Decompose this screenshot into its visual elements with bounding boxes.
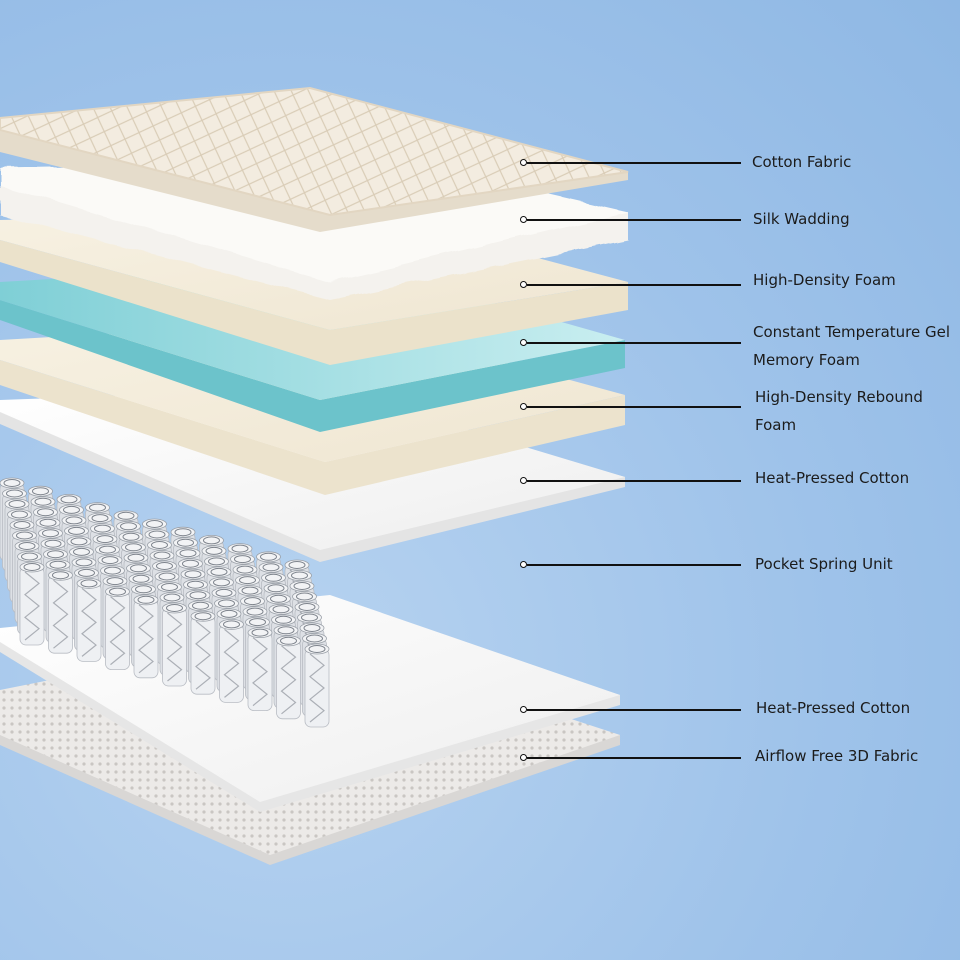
leader-line [527, 564, 741, 566]
leader-dot [520, 754, 527, 761]
spring-pocket [190, 610, 216, 695]
label-rebound-foam-line2: Foam [755, 416, 797, 434]
leader-line [527, 757, 741, 759]
leader-dot [520, 403, 527, 410]
leader-line [527, 480, 741, 482]
label-pocket-spring-unit: Pocket Spring Unit [755, 555, 893, 573]
leader-line [527, 219, 741, 221]
spring-pocket [105, 586, 130, 670]
leader-line [527, 284, 741, 286]
label-rebound-foam-line1: High-Density Rebound [755, 388, 923, 406]
label-gel-memory-foam-line1: Constant Temperature Gel [753, 323, 951, 341]
leader-dot [520, 561, 527, 568]
label-cotton-fabric: Cotton Fabric [752, 153, 852, 171]
spring-pocket [19, 561, 45, 646]
leader-line [527, 406, 741, 408]
layer-cotton-fabric [0, 86, 629, 232]
spring-pocket [76, 578, 102, 662]
leader-line [527, 709, 741, 711]
spring-pocket [133, 594, 159, 679]
leader-dot [520, 216, 527, 223]
layer-pocket-spring-unit [0, 477, 330, 728]
label-heat-pressed-cotton-lower: Heat-Pressed Cotton [756, 699, 911, 717]
leader-dot [520, 281, 527, 288]
label-high-density-foam: High-Density Foam [753, 271, 896, 289]
label-silk-wadding: Silk Wadding [753, 210, 850, 228]
spring-pocket [162, 602, 187, 687]
label-gel-memory-foam-line2: Memory Foam [753, 351, 860, 369]
spring-pocket [247, 627, 273, 711]
spring-pocket [276, 635, 301, 720]
leader-dot [520, 477, 527, 484]
spring-pocket [304, 643, 330, 728]
spring-pocket [48, 569, 73, 654]
leader-dot [520, 339, 527, 346]
label-heat-pressed-cotton-upper: Heat-Pressed Cotton [755, 469, 910, 487]
leader-dot [520, 706, 527, 713]
label-3d-fabric: Airflow Free 3D Fabric [755, 747, 919, 765]
leader-dot [520, 159, 527, 166]
spring-pocket [219, 619, 244, 703]
leader-line [527, 342, 741, 344]
leader-line [527, 162, 741, 164]
